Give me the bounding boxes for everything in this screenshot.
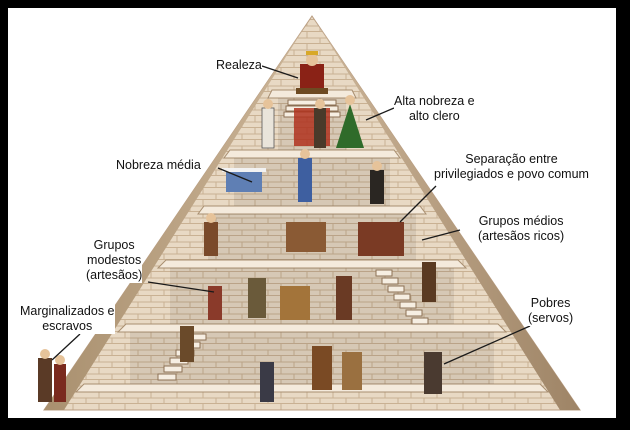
label-grupos-modestos: Grupos modestos (artesãos) bbox=[86, 238, 143, 283]
marginalized-figures bbox=[38, 349, 66, 402]
label-alta-nobreza: Alta nobreza e alto clero bbox=[394, 94, 475, 124]
king-figure bbox=[296, 51, 328, 94]
label-pobres: Pobres (servos) bbox=[528, 296, 574, 326]
middle-group-figures bbox=[204, 213, 404, 256]
leader-lines bbox=[51, 65, 531, 365]
pyramid-canvas: Realeza Alta nobreza e alto clero Nobrez… bbox=[8, 8, 616, 418]
label-grupos-medios: Grupos médios (artesãos ricos) bbox=[478, 214, 565, 244]
label-separacao: Separação entre privilegiados e povo com… bbox=[434, 152, 589, 182]
label-realeza: Realeza bbox=[216, 58, 262, 73]
poor-figures bbox=[180, 326, 442, 402]
figures bbox=[38, 51, 442, 402]
label-marginalizados: Marginalizados e escravos bbox=[20, 304, 115, 334]
clergy-figures bbox=[261, 95, 364, 149]
label-nobreza-media: Nobreza média bbox=[116, 158, 201, 173]
modest-group-figures bbox=[208, 262, 436, 320]
pyramid-illustration bbox=[38, 15, 581, 411]
